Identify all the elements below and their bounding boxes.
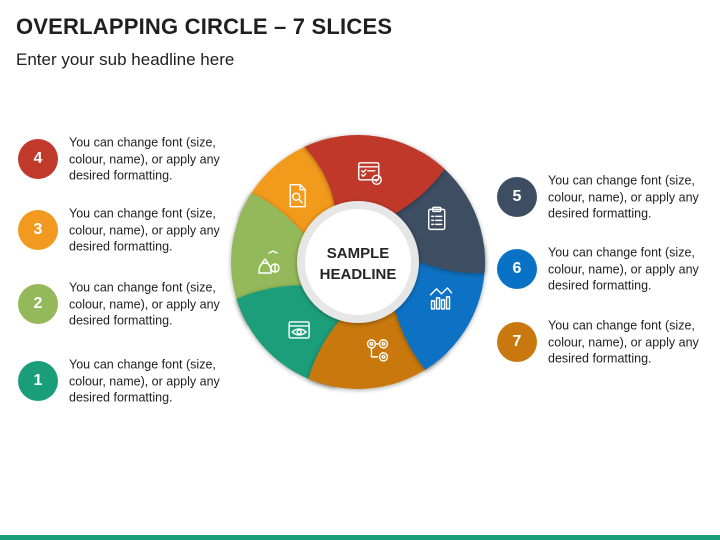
badge-5: 5 [497,177,537,217]
item-2: 2 You can change font (size, colour, nam… [18,274,248,334]
slice-4 [304,135,445,219]
item-6: 6 You can change font (size, colour, nam… [497,239,720,299]
document-search-icon [289,183,306,208]
overlapping-circle-diagram: SAMPLE HEADLINE [231,135,485,389]
clipboard-list-icon [428,206,446,231]
badge-2: 2 [18,284,58,324]
badge-6: 6 [497,249,537,289]
item-4-text: You can change font (size, colour, name)… [69,135,220,183]
item-4: 4 You can change font (size, colour, nam… [18,129,248,189]
item-1-text: You can change font (size, colour, name)… [69,357,220,405]
icons-layer [258,162,453,362]
item-6-text: You can change font (size, colour, name)… [548,245,699,293]
item-3: 3 You can change font (size, colour, nam… [18,200,248,260]
page-subtitle: Enter your sub headline here [16,50,235,69]
page-title: OVERLAPPING CIRCLE – 7 SLICES [16,14,393,39]
item-5: 5 You can change font (size, colour, nam… [497,167,720,227]
bar-chart-icon [429,287,453,310]
gears-process-icon [366,339,389,362]
item-1: 1 You can change font (size, colour, nam… [18,351,248,411]
badge-4: 4 [18,139,58,179]
item-5-text: You can change font (size, colour, name)… [548,173,699,221]
item-7-text: You can change font (size, colour, name)… [548,318,699,366]
badge-3: 3 [18,210,58,250]
center-headline-line2: HEADLINE [320,266,397,283]
center-headline-line1: SAMPLE [327,245,390,262]
item-3-text: You can change font (size, colour, name)… [69,206,220,254]
item-7: 7 You can change font (size, colour, nam… [497,312,720,372]
checklist-approval-icon [358,162,382,185]
center-circle: SAMPLE HEADLINE [297,201,419,323]
folder-eye-icon [288,321,310,339]
badge-7: 7 [497,322,537,362]
item-2-text: You can change font (size, colour, name)… [69,280,220,328]
badge-1: 1 [18,361,58,401]
footer-bar [0,535,720,540]
money-growth-icon [258,250,280,274]
